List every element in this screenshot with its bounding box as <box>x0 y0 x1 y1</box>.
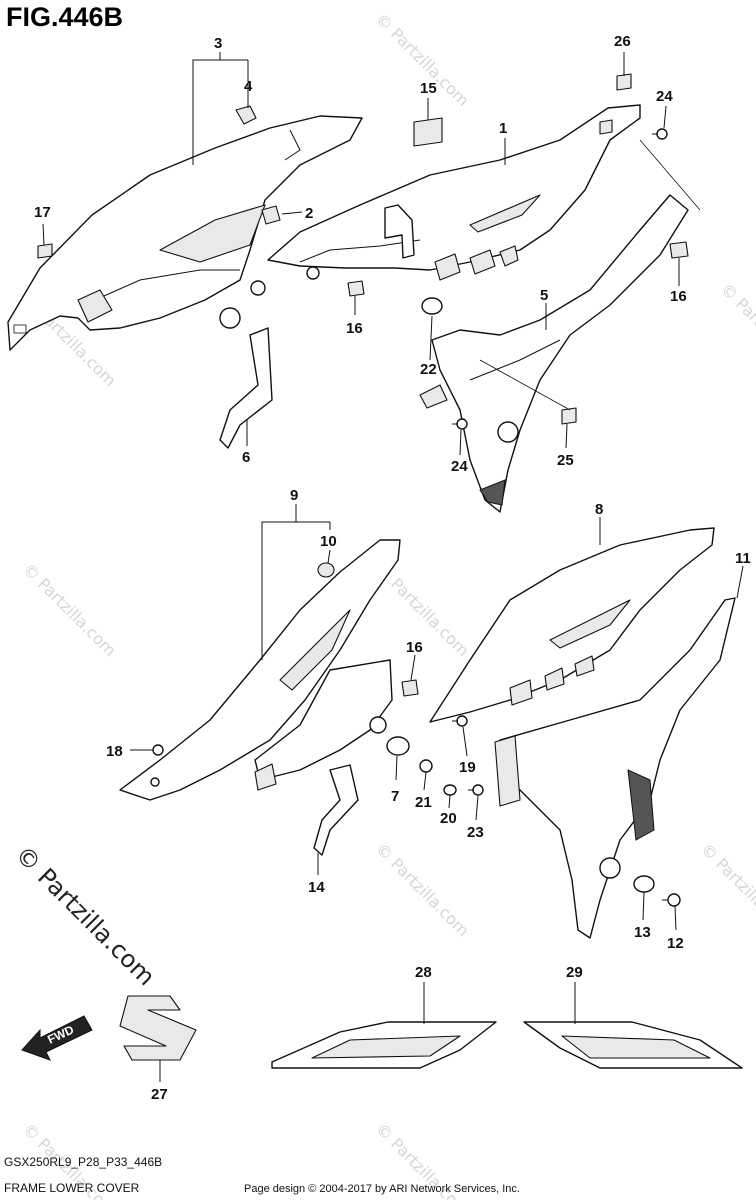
part-12-screw <box>662 893 681 907</box>
partzilla-watermark: © Partzilla.com <box>10 840 161 991</box>
watermark: © Partzilla.com <box>697 839 756 940</box>
callout-18: 18 <box>106 743 123 760</box>
leader-lines <box>42 52 744 1082</box>
watermark: © Partzilla.com <box>372 839 473 940</box>
callout-14: 14 <box>308 879 325 896</box>
part-24-screw <box>652 128 668 140</box>
part-7-grommet <box>386 736 410 756</box>
callout-4: 4 <box>244 78 253 95</box>
part-19-screw <box>452 715 468 727</box>
callout-17: 17 <box>34 204 51 221</box>
watermark: © Partzilla.com <box>717 279 756 380</box>
callout-16c: 16 <box>406 639 423 656</box>
part-22-grommet <box>421 297 443 315</box>
callout-23: 23 <box>467 824 484 841</box>
callout-2: 2 <box>305 205 313 222</box>
part-24-screw <box>452 418 468 430</box>
part-25-pad <box>561 407 577 425</box>
part-23-screw <box>468 784 484 796</box>
callout-1: 1 <box>499 120 507 137</box>
section-name: FRAME LOWER COVER <box>4 1181 140 1195</box>
bracket <box>384 204 415 259</box>
callout-27: 27 <box>151 1086 168 1103</box>
part-10-grommet <box>317 562 335 578</box>
part-6-bracket <box>219 327 273 449</box>
callout-9: 9 <box>290 487 298 504</box>
part-16-clip <box>401 679 419 697</box>
part-26-pad <box>616 73 632 91</box>
figure-title: FIG.446B <box>6 2 123 32</box>
callout-8: 8 <box>595 501 603 518</box>
callout-3: 3 <box>214 35 222 52</box>
part-3-frame-cover-upper-left <box>7 115 363 351</box>
callout-7: 7 <box>391 788 399 805</box>
callout-22: 22 <box>420 361 437 378</box>
part-16-clip <box>347 280 365 297</box>
part-2-nut <box>261 205 281 225</box>
part-20-washer <box>443 784 457 796</box>
part-28-emblem-left <box>271 1021 497 1069</box>
callout-24b: 24 <box>451 458 468 475</box>
callout-10: 10 <box>320 533 337 550</box>
part-29-emblem-right <box>523 1021 743 1069</box>
part-5-lower-cover <box>419 194 689 513</box>
callout-6: 6 <box>242 449 250 466</box>
fwd-arrow: FWD <box>21 1015 93 1061</box>
callout-21: 21 <box>415 794 432 811</box>
part-27-logo <box>119 995 197 1061</box>
callouts: 1 2 3 4 5 6 7 8 9 10 11 12 13 14 15 16 1… <box>34 33 751 1103</box>
callout-16a: 16 <box>346 320 363 337</box>
callout-26: 26 <box>614 33 631 50</box>
watermark: © Partzilla.com <box>19 559 120 660</box>
callout-12: 12 <box>667 935 684 952</box>
part-11-lower-side-cover <box>494 597 736 939</box>
part-13-grommet <box>633 875 655 893</box>
part-21-collar <box>419 759 433 773</box>
callout-15: 15 <box>420 80 437 97</box>
callout-25: 25 <box>557 452 574 469</box>
callout-29: 29 <box>566 964 583 981</box>
part-8-side-cover <box>429 527 715 723</box>
part-4-clip <box>235 105 257 125</box>
part-16-clip <box>669 241 689 259</box>
part-14-bracket <box>313 764 359 856</box>
model-code: GSX250RL9_P28_P33_446B <box>4 1155 162 1169</box>
callout-19: 19 <box>459 759 476 776</box>
part-18-screw <box>150 744 164 756</box>
part-1-frame-cover <box>250 104 641 296</box>
callout-24a: 24 <box>656 88 673 105</box>
callout-16b: 16 <box>670 288 687 305</box>
callout-11: 11 <box>735 550 751 567</box>
part-17-pad <box>37 243 53 259</box>
callout-28: 28 <box>415 964 432 981</box>
callout-20: 20 <box>440 810 457 827</box>
part-9-side-cover <box>119 539 401 801</box>
part-15-sticker <box>413 117 443 147</box>
copyright: Page design © 2004-2017 by ARI Network S… <box>244 1183 520 1195</box>
callout-5: 5 <box>540 287 548 304</box>
callout-13: 13 <box>634 924 651 941</box>
